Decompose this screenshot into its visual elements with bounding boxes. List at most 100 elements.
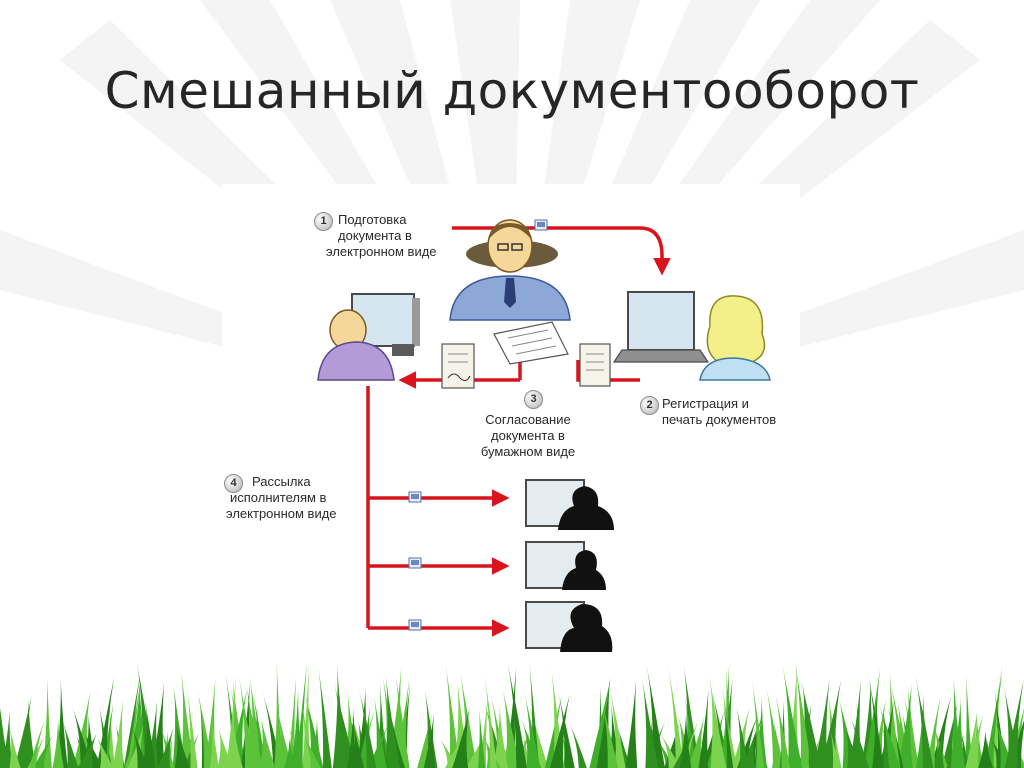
grass-blade xyxy=(157,727,174,768)
grass-blade xyxy=(144,699,156,768)
grass-blade xyxy=(550,694,570,768)
grass-blade xyxy=(772,721,786,768)
grass-blade xyxy=(112,699,124,768)
grass-blade xyxy=(374,696,387,768)
grass-blade xyxy=(181,672,195,768)
grass-blade xyxy=(186,687,198,768)
grass-blade xyxy=(127,681,141,768)
grass-blade xyxy=(385,676,401,768)
step-number-badge: 4 xyxy=(224,474,243,493)
grass-blade xyxy=(423,713,435,768)
grass-blade xyxy=(558,693,575,768)
grass-blade xyxy=(830,729,840,768)
grass-blade xyxy=(77,733,97,768)
workflow-diagram-graphics xyxy=(317,219,771,652)
step-3-line: бумажном виде xyxy=(480,444,576,459)
grass-blade xyxy=(569,723,587,768)
grass-blade xyxy=(332,665,349,768)
grass-blade xyxy=(664,722,680,768)
grass-blade xyxy=(388,667,403,768)
grass-blade xyxy=(951,698,966,768)
arrow-register-to-approval xyxy=(576,360,640,382)
grass-blade xyxy=(291,689,303,768)
grass-blade xyxy=(274,663,283,768)
grass-blade xyxy=(723,703,734,768)
grass-blade xyxy=(108,700,115,768)
recipient-workstation-icon xyxy=(525,601,613,652)
grass-blade xyxy=(43,678,52,768)
grass-blade xyxy=(172,685,187,768)
grass-blade xyxy=(849,716,870,768)
step-1-label: Подготовка документа в электронном виде xyxy=(326,212,437,260)
grass-blade xyxy=(882,704,890,768)
grass-blade xyxy=(782,666,803,768)
grass-blade xyxy=(736,705,750,768)
step-1-line: электронном виде xyxy=(326,244,437,259)
grass-blade xyxy=(151,682,165,768)
step-4-line: исполнителям в xyxy=(230,490,327,505)
step-2-line: печать документов xyxy=(662,412,777,427)
grass-decoration xyxy=(0,660,1024,768)
grass-blade xyxy=(52,717,64,768)
grass-blade xyxy=(839,698,858,768)
grass-blade xyxy=(217,728,234,768)
grass-blade xyxy=(347,707,357,768)
grass-blade xyxy=(820,680,842,768)
envelope-icon xyxy=(534,219,548,231)
grass-blade xyxy=(260,716,276,768)
step-1-line: Подготовка xyxy=(338,212,407,227)
grass-blade xyxy=(124,736,137,768)
step-number-badge: 2 xyxy=(640,396,659,415)
grass-blade xyxy=(174,723,191,768)
grass-blade xyxy=(868,675,884,768)
grass-blade xyxy=(965,675,973,768)
grass-blade xyxy=(359,690,377,768)
arrow-prepare-to-register xyxy=(452,226,671,276)
grass-blade xyxy=(478,709,486,768)
grass-blade xyxy=(353,722,365,768)
step-number-badge: 1 xyxy=(314,212,333,231)
document-icon xyxy=(579,343,611,387)
grass-blade xyxy=(642,679,659,768)
step-2-label: Регистрация и печать документов xyxy=(662,396,776,428)
grass-blade xyxy=(801,680,822,768)
grass-blade xyxy=(965,712,978,768)
grass-blade xyxy=(679,710,692,768)
grass-blade xyxy=(698,688,709,768)
grass-blade xyxy=(318,666,332,768)
grass-blade xyxy=(417,713,432,768)
grass-blade xyxy=(452,706,470,768)
step-3-line: Согласование xyxy=(485,412,571,427)
grass-blade xyxy=(62,720,79,768)
document-icon xyxy=(441,343,475,389)
grass-blade xyxy=(897,684,913,768)
grass-blade xyxy=(931,728,945,768)
envelope-icon xyxy=(408,491,422,503)
grass-blade xyxy=(544,695,562,768)
document-icon xyxy=(493,321,569,365)
grass-blade xyxy=(551,668,565,768)
grass-blade xyxy=(146,700,158,768)
grass-blade xyxy=(131,725,148,768)
grass-blade xyxy=(529,662,540,768)
author-workstation-icon xyxy=(317,293,420,381)
envelope-icon xyxy=(408,557,422,569)
grass-blade xyxy=(844,723,862,768)
step-3-label: Согласование документа в бумажном виде xyxy=(472,412,584,460)
step-2-line: Регистрация и xyxy=(662,396,749,411)
manager-person-icon xyxy=(449,219,571,321)
grass-blade xyxy=(304,689,324,768)
grass-blade xyxy=(609,686,626,768)
step-4-line: Рассылка xyxy=(252,474,311,489)
grass-blade xyxy=(29,720,45,768)
grass-blade xyxy=(601,699,619,768)
grass-blade xyxy=(667,666,684,768)
grass-blade xyxy=(941,702,958,768)
grass-blade xyxy=(483,737,501,768)
slide-title: Смешанный документооборот xyxy=(104,62,920,120)
grass-blade xyxy=(596,678,611,768)
grass-blade xyxy=(484,674,497,768)
step-1-line: документа в xyxy=(338,228,412,243)
grass-blade xyxy=(774,691,791,768)
grass-blade xyxy=(0,707,9,768)
